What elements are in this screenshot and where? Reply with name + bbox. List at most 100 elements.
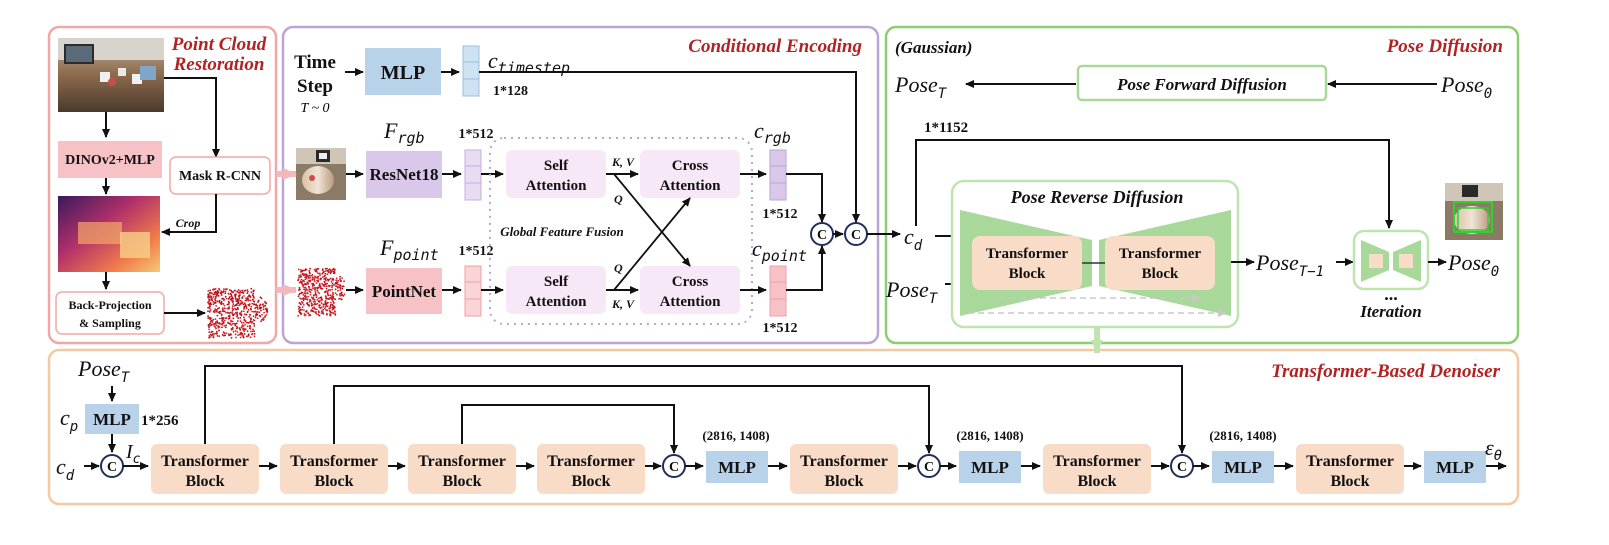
pose-T-minus-1-label: PoseT−1 — [1255, 250, 1324, 280]
denoiser-mlp-2 — [959, 451, 1021, 483]
dim-c-rgb: 1*512 — [763, 207, 798, 222]
svg-text:C: C — [924, 460, 934, 475]
point-cloud-input — [297, 267, 346, 317]
iteration-ellipsis: ... — [1384, 284, 1398, 304]
denoiser-tb-1 — [151, 444, 259, 494]
svg-text:Transformer: Transformer — [161, 453, 249, 470]
iteration-label: Iteration — [1359, 302, 1421, 321]
c-rgb-label: crgb — [754, 118, 791, 147]
svg-text:C: C — [669, 460, 679, 475]
svg-text:Block: Block — [442, 473, 481, 490]
svg-text:Transformer: Transformer — [1306, 453, 1394, 470]
pose-T-input-label: PoseT — [885, 277, 939, 307]
svg-text:Transformer: Transformer — [290, 453, 378, 470]
global-fusion-label: Global Feature Fusion — [500, 224, 624, 239]
pose-result-image — [1445, 183, 1503, 240]
c-p-label: cp — [60, 405, 78, 435]
svg-text:Transformer: Transformer — [800, 453, 888, 470]
c-rgb-vector — [769, 149, 787, 201]
svg-text:Block: Block — [824, 473, 863, 490]
svg-text:Transformer: Transformer — [986, 246, 1069, 262]
c-timestep-vector — [462, 45, 480, 97]
restoration-title-1: Point Cloud — [171, 34, 267, 55]
denoiser-pose-T-label: PoseT — [77, 356, 131, 386]
svg-text:Cross: Cross — [672, 274, 709, 290]
kv-label-point: K, V — [611, 297, 635, 311]
denoiser-tb-5 — [790, 444, 898, 494]
svg-text:Transformer: Transformer — [418, 453, 506, 470]
svg-text:MLP: MLP — [1436, 458, 1474, 477]
denoiser-mlp-1 — [706, 451, 768, 483]
cross-attn-point — [640, 266, 740, 314]
svg-text:Cross: Cross — [672, 158, 709, 174]
global-fusion-box — [489, 137, 753, 325]
time-step-label-2: Step — [297, 76, 333, 97]
restoration-title-2: Restoration — [173, 54, 265, 75]
svg-text:Block: Block — [571, 473, 610, 490]
dims-label-1: (2816, 1408) — [702, 428, 769, 443]
svg-text:Block: Block — [1009, 266, 1046, 282]
q-label-point: Q — [614, 261, 623, 275]
backprojection-label-1: Back-Projection — [68, 298, 151, 312]
svg-text:MLP: MLP — [971, 458, 1009, 477]
f-rgb-vector — [464, 149, 482, 201]
svg-text:Block: Block — [1077, 473, 1116, 490]
restoration-panel — [47, 25, 278, 345]
denoiser-c-d-label: cd — [56, 454, 75, 484]
denoiser-tb-3 — [408, 444, 516, 494]
dim-rgb-feat: 1*512 — [459, 127, 494, 142]
svg-text:Attention: Attention — [660, 178, 721, 194]
time-range-label: T ~ 0 — [300, 101, 329, 116]
denoiser-tb-4 — [537, 444, 645, 494]
dim-point-feat: 1*512 — [459, 244, 494, 259]
dim-1152-label: 1*1152 — [924, 120, 968, 136]
self-attn-rgb — [506, 150, 606, 198]
f-point-label: Fpoint — [379, 235, 439, 264]
skip-connection-1 — [461, 404, 678, 454]
denoiser-mlp-3 — [1212, 451, 1274, 483]
dino-label: DINOv2+MLP — [65, 153, 155, 168]
cross-attn-rgb — [640, 150, 740, 198]
c-point-label: cpoint — [752, 236, 807, 265]
svg-text:Block: Block — [1142, 266, 1179, 282]
pose-0-label-top: Pose0 — [1440, 72, 1492, 102]
reverse-diffusion-label: Pose Reverse Diffusion — [1010, 187, 1184, 207]
pointnet-box — [366, 268, 442, 314]
maskrcnn-label: Mask R-CNN — [179, 169, 261, 184]
svg-text:MLP: MLP — [718, 458, 756, 477]
svg-text:MLP: MLP — [93, 410, 131, 429]
svg-text:C: C — [107, 460, 117, 475]
svg-text:Transformer: Transformer — [547, 453, 635, 470]
c-d-label: cd — [904, 224, 923, 254]
denoiser-input-mlp — [85, 404, 139, 434]
maskrcnn-box — [169, 156, 271, 195]
kv-label-rgb: K, V — [611, 155, 635, 169]
denoiser-tb-6 — [1043, 444, 1151, 494]
epsilon-theta-label: εθ — [1485, 435, 1502, 464]
svg-text:C: C — [851, 228, 861, 243]
reverse-tb-2 — [1105, 236, 1215, 290]
svg-text:Self: Self — [544, 274, 569, 290]
encoding-panel — [281, 25, 880, 345]
dim-c-point: 1*512 — [763, 321, 798, 336]
dims-label-3: (2816, 1408) — [1209, 428, 1276, 443]
timestep-mlp-box — [365, 48, 441, 95]
forward-diffusion-label: Pose Forward Diffusion — [1116, 75, 1287, 94]
time-step-label-1: Time — [294, 52, 336, 73]
scene-photo — [58, 38, 164, 112]
svg-text:Block: Block — [185, 473, 224, 490]
gaussian-label: (Gaussian) — [895, 38, 972, 57]
denoiser-panel — [47, 348, 1520, 506]
pointnet-label: PointNet — [372, 282, 437, 301]
svg-text:Block: Block — [314, 473, 353, 490]
rgb-crop-image — [296, 148, 346, 200]
svg-text:Self: Self — [544, 158, 569, 174]
denoiser-tb-2 — [280, 444, 388, 494]
svg-text:MLP: MLP — [1224, 458, 1262, 477]
dim-256-label: 1*256 — [141, 413, 179, 429]
depth-map — [58, 196, 160, 272]
forward-diffusion-box — [1076, 64, 1328, 102]
c-point-vector — [769, 265, 787, 317]
f-point-vector — [464, 265, 482, 317]
